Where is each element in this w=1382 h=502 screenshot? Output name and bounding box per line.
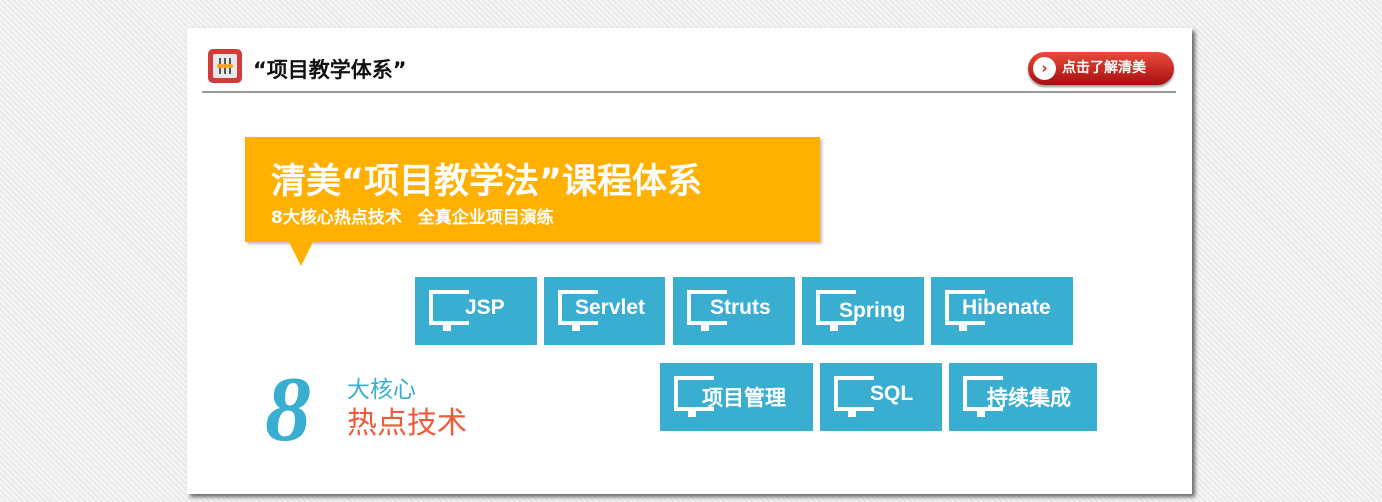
emblem-line2: 热点技术 <box>347 406 467 441</box>
tile-continuous-integration[interactable]: 持续集成 <box>949 363 1097 431</box>
tile-jsp[interactable]: JSP <box>415 277 537 345</box>
tile-sql[interactable]: SQL <box>820 363 942 431</box>
tile-label: 持续集成 <box>987 387 1071 410</box>
sliders-icon <box>208 49 242 83</box>
monitor-icon <box>558 290 598 331</box>
tile-project-management[interactable]: 项目管理 <box>660 363 813 431</box>
tile-servlet[interactable]: Servlet <box>544 277 665 345</box>
monitor-icon <box>429 290 469 331</box>
tile-label: Hibenate <box>962 296 1051 319</box>
tile-label: Struts <box>710 296 771 319</box>
tile-label: Servlet <box>575 296 646 319</box>
tile-label: SQL <box>870 382 914 405</box>
learn-more-label: 点击了解清美 <box>1062 60 1146 76</box>
monitor-icon <box>674 376 714 417</box>
emblem-number: 8 <box>265 358 311 460</box>
banner-title: 清美“项目教学法”课程体系 <box>271 162 703 202</box>
tile-label: 项目管理 <box>702 387 786 410</box>
monitor-icon <box>945 290 985 331</box>
monitor-icon <box>687 290 727 331</box>
tile-struts[interactable]: Struts <box>673 277 795 345</box>
monitor-icon <box>834 376 874 417</box>
content-panel: “项目教学体系” › 点击了解清美 清美“项目教学法”课程体系 8大核心热点技术 … <box>187 28 1192 494</box>
monitor-icon <box>816 290 856 331</box>
tile-label: JSP <box>465 296 505 319</box>
banner-subtitle: 8大核心热点技术 全真企业项目演练 <box>271 208 554 228</box>
learn-more-button[interactable]: › 点击了解清美 <box>1028 52 1174 85</box>
tile-spring[interactable]: Spring <box>802 277 924 345</box>
tile-hibenate[interactable]: Hibenate <box>931 277 1073 345</box>
monitor-icon <box>963 376 1003 417</box>
section-title: “项目教学体系” <box>253 58 407 82</box>
divider <box>202 91 1176 93</box>
course-banner: 清美“项目教学法”课程体系 8大核心热点技术 全真企业项目演练 <box>245 137 820 266</box>
chevron-right-icon: › <box>1033 57 1056 80</box>
emblem-line1: 大核心 <box>347 377 416 403</box>
tile-label: Spring <box>839 299 906 322</box>
